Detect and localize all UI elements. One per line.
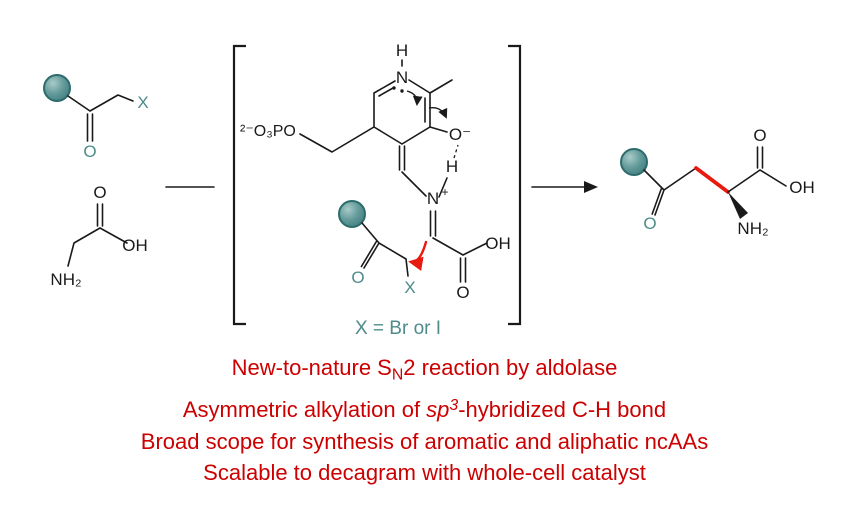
tagline-superscript: 3 bbox=[449, 397, 459, 415]
atom-label-o: O bbox=[753, 126, 766, 145]
atom-label-h: H bbox=[396, 41, 408, 60]
atom-label-oh: OH bbox=[485, 234, 511, 253]
tagline-text: 2 reaction by aldolase bbox=[403, 355, 618, 380]
new-bond-red bbox=[694, 166, 730, 194]
lone-pair-dot bbox=[392, 86, 396, 90]
substrate-glycine: O OH NH₂ bbox=[50, 183, 147, 289]
tagline-text: Scalable to decagram with whole-cell cat… bbox=[203, 459, 646, 485]
tagline-text: New-to-nature S bbox=[231, 355, 392, 380]
mechanism-arrow-icon bbox=[406, 90, 423, 106]
resin-sphere bbox=[338, 200, 366, 228]
atom-label-x: X bbox=[404, 278, 415, 297]
tagline-scope: Broad scope for synthesis of aromatic an… bbox=[0, 426, 849, 457]
tagline-text: -hybridized C-H bond bbox=[458, 397, 667, 423]
bond-line bbox=[429, 210, 488, 283]
atom-label-h: H bbox=[446, 157, 458, 176]
bond-line bbox=[643, 167, 697, 216]
tagline-sn2: New-to-nature SN2 reaction by aldolase bbox=[0, 352, 849, 390]
resin-sphere bbox=[620, 148, 648, 176]
sn2-attack-arrow-icon bbox=[408, 240, 428, 271]
tagline-asymmetric: Asymmetric alkylation of sp3-hybridized … bbox=[0, 390, 849, 425]
atom-label-nh2: NH₂ bbox=[737, 219, 768, 238]
atom-label-o: O bbox=[83, 142, 96, 161]
atom-label-o: O bbox=[456, 283, 469, 302]
plus-sign: + bbox=[441, 185, 448, 199]
wedge-bond bbox=[728, 192, 748, 219]
atom-label-x: X bbox=[137, 93, 148, 112]
bond-line bbox=[373, 79, 431, 145]
bond-line bbox=[429, 126, 448, 133]
left-bracket bbox=[232, 44, 246, 326]
reaction-arrow bbox=[531, 181, 598, 193]
tagline-text: Asymmetric alkylation of bbox=[182, 397, 427, 423]
tagline-subscript: N bbox=[391, 366, 404, 384]
bond-line bbox=[429, 79, 453, 94]
hydrogen-bond bbox=[453, 144, 459, 159]
right-bracket bbox=[508, 44, 522, 326]
atom-label-oh: OH bbox=[789, 178, 815, 197]
atom-label-o-minus: O⁻ bbox=[449, 125, 471, 144]
tagline-italic: sp bbox=[426, 397, 450, 423]
plp-intermediate: H N O⁻ ²⁻O₃PO N + H OH bbox=[240, 41, 511, 302]
atom-label-nh2: NH₂ bbox=[50, 270, 81, 289]
substrate-halo-ketone: O X bbox=[43, 74, 149, 161]
product-amino-acid: O O OH NH₂ bbox=[620, 126, 815, 238]
reaction-scheme: O X O OH NH₂ H N bbox=[43, 41, 815, 339]
bracket-halo-ketone: O X bbox=[338, 200, 428, 297]
atom-label-o: O bbox=[643, 214, 656, 233]
bond-line bbox=[67, 94, 134, 142]
bond-line bbox=[360, 222, 409, 277]
lone-pair-dot bbox=[400, 89, 404, 93]
atom-label-o: O bbox=[351, 268, 364, 287]
atom-label-n-plus: N bbox=[427, 189, 439, 208]
bond-line bbox=[67, 203, 128, 267]
x-legend: X = Br or I bbox=[355, 318, 441, 339]
mechanism-arrow-icon bbox=[428, 107, 448, 119]
phosphate-label: ²⁻O₃PO bbox=[240, 123, 296, 140]
tagline-text: Broad scope for synthesis of aromatic an… bbox=[140, 428, 709, 454]
bond-line bbox=[398, 145, 427, 197]
atom-label-n: N bbox=[396, 68, 408, 87]
taglines: New-to-nature SN2 reaction by aldolase A… bbox=[0, 352, 849, 488]
bond-line bbox=[299, 126, 375, 153]
atom-label-o: O bbox=[93, 183, 106, 202]
bond-line bbox=[438, 177, 448, 198]
atom-label-oh: OH bbox=[122, 236, 148, 255]
tagline-scalable: Scalable to decagram with whole-cell cat… bbox=[0, 457, 849, 488]
resin-sphere bbox=[43, 74, 71, 102]
bond-line bbox=[727, 146, 787, 193]
arrow-head-icon bbox=[584, 181, 598, 193]
